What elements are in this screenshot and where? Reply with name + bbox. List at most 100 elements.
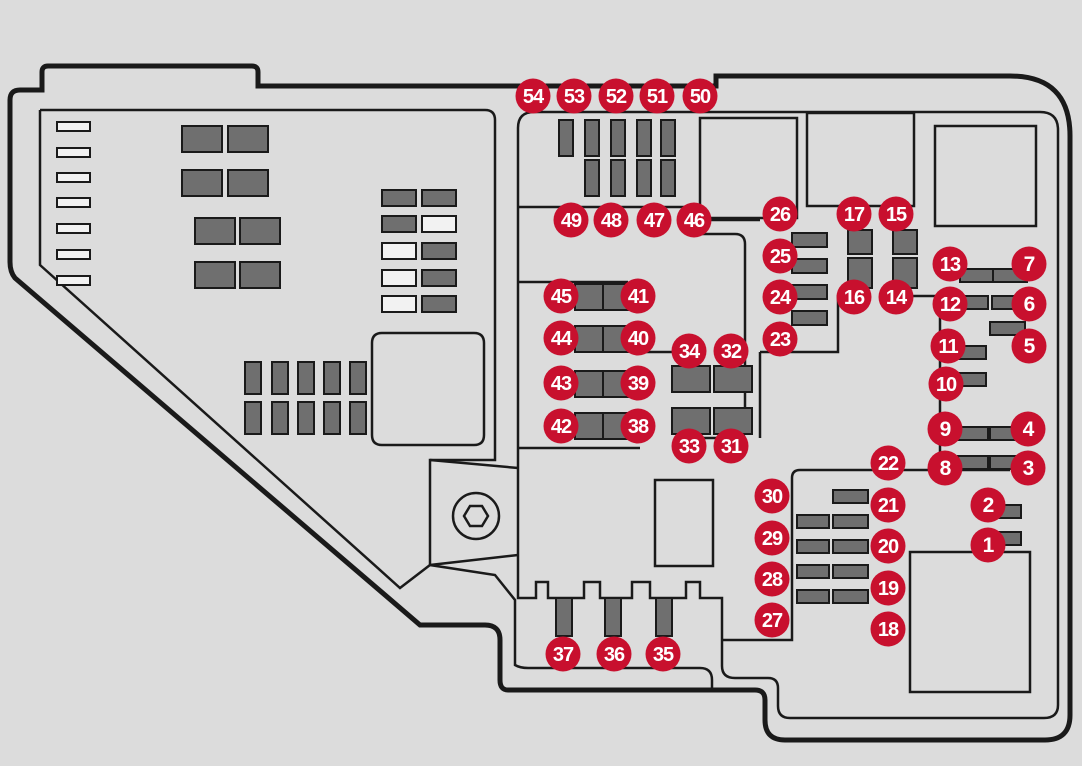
fuse-number: 7 — [1024, 253, 1035, 276]
fuse — [796, 514, 830, 529]
fuse-label-24: 24 — [762, 279, 798, 315]
label-circle — [878, 196, 914, 232]
fuse-label-53: 53 — [556, 78, 592, 114]
fuse — [832, 489, 869, 504]
fuse-label-50: 50 — [682, 78, 718, 114]
label-circle — [671, 333, 707, 369]
fuse — [989, 321, 1026, 336]
fuse — [244, 361, 262, 395]
label-circle — [676, 202, 712, 238]
fuse — [271, 361, 289, 395]
fuse-label-6: 6 — [1011, 286, 1047, 322]
housing-outline — [7, 63, 1073, 743]
fuse-label-4: 4 — [1010, 411, 1046, 447]
fuse — [892, 229, 918, 255]
fuse — [349, 401, 367, 435]
fuse-label-51: 51 — [639, 78, 675, 114]
fuse — [671, 365, 711, 393]
label-circle — [762, 238, 798, 274]
fuse-number: 32 — [721, 341, 742, 363]
label-circle — [836, 196, 872, 232]
fuse — [604, 597, 622, 637]
fuse — [244, 401, 262, 435]
label-circle — [543, 408, 579, 444]
fuse-number: 36 — [604, 644, 625, 666]
fuse-number: 12 — [940, 294, 961, 316]
label-circle — [596, 636, 632, 672]
empty-fuse-slot — [56, 147, 91, 158]
fuse — [194, 261, 236, 289]
label-circle — [545, 636, 581, 672]
fuse-number: 26 — [770, 204, 791, 226]
fuse — [574, 370, 604, 398]
fuse — [957, 455, 989, 470]
label-circle — [930, 328, 966, 364]
fuse-number: 31 — [721, 436, 742, 458]
fuse-number: 34 — [679, 341, 701, 363]
label-circle — [620, 365, 656, 401]
fuse-label-27: 27 — [754, 602, 790, 638]
label-circle — [754, 602, 790, 638]
fuse-number: 45 — [551, 286, 572, 308]
label-circle — [620, 320, 656, 356]
fuse-number: 53 — [564, 86, 585, 108]
fuse — [323, 401, 341, 435]
fuse-label-15: 15 — [878, 196, 914, 232]
fuse — [832, 539, 869, 554]
fuse — [297, 361, 315, 395]
fuse-number: 33 — [679, 436, 700, 458]
fuse — [421, 189, 457, 207]
fuse — [610, 159, 626, 197]
fuse — [239, 261, 281, 289]
label-circle — [754, 478, 790, 514]
fuse — [381, 189, 417, 207]
fuse — [660, 119, 676, 157]
fuse-number: 38 — [628, 416, 649, 438]
empty-fuse-slot — [56, 197, 91, 208]
empty-fuse-slot — [56, 172, 91, 183]
fuse-number: 25 — [770, 246, 791, 268]
fuse-label-2: 2 — [970, 487, 1006, 523]
fuse — [421, 269, 457, 287]
fuse — [584, 159, 600, 197]
fuse-label-20: 20 — [870, 528, 906, 564]
fuse-number: 30 — [762, 486, 783, 508]
fuse-label-30: 30 — [754, 478, 790, 514]
fuse-label-26: 26 — [762, 196, 798, 232]
fuse-label-54: 54 — [515, 78, 551, 114]
fuse-number: 23 — [770, 329, 791, 351]
fuse-label-41: 41 — [620, 278, 656, 314]
label-circle — [754, 520, 790, 556]
fuse-number: 8 — [940, 457, 952, 480]
fuse-label-1: 1 — [970, 527, 1006, 563]
label-circle — [928, 366, 964, 402]
fuse — [555, 597, 573, 637]
label-circle — [713, 428, 749, 464]
fuse-number: 28 — [762, 569, 783, 591]
fuse — [791, 310, 828, 326]
fuse — [957, 426, 989, 441]
label-circle — [671, 428, 707, 464]
fuse-label-45: 45 — [543, 278, 579, 314]
label-circle — [645, 636, 681, 672]
fuse — [574, 325, 604, 353]
fuse-label-42: 42 — [543, 408, 579, 444]
fuse-label-13: 13 — [932, 246, 968, 282]
bolt-ring — [451, 491, 501, 541]
fuse — [574, 412, 604, 440]
fuse-number: 4 — [1023, 418, 1035, 441]
fuse-label-52: 52 — [598, 78, 634, 114]
empty-fuse-slot — [381, 269, 417, 287]
fuse — [713, 365, 753, 393]
label-circle — [927, 450, 963, 486]
fuse-number: 24 — [770, 287, 792, 309]
fuse-label-44: 44 — [543, 320, 579, 356]
label-circle — [754, 561, 790, 597]
label-circle — [870, 528, 906, 564]
label-circle — [556, 78, 592, 114]
fuse — [796, 564, 830, 579]
fuse — [832, 564, 869, 579]
